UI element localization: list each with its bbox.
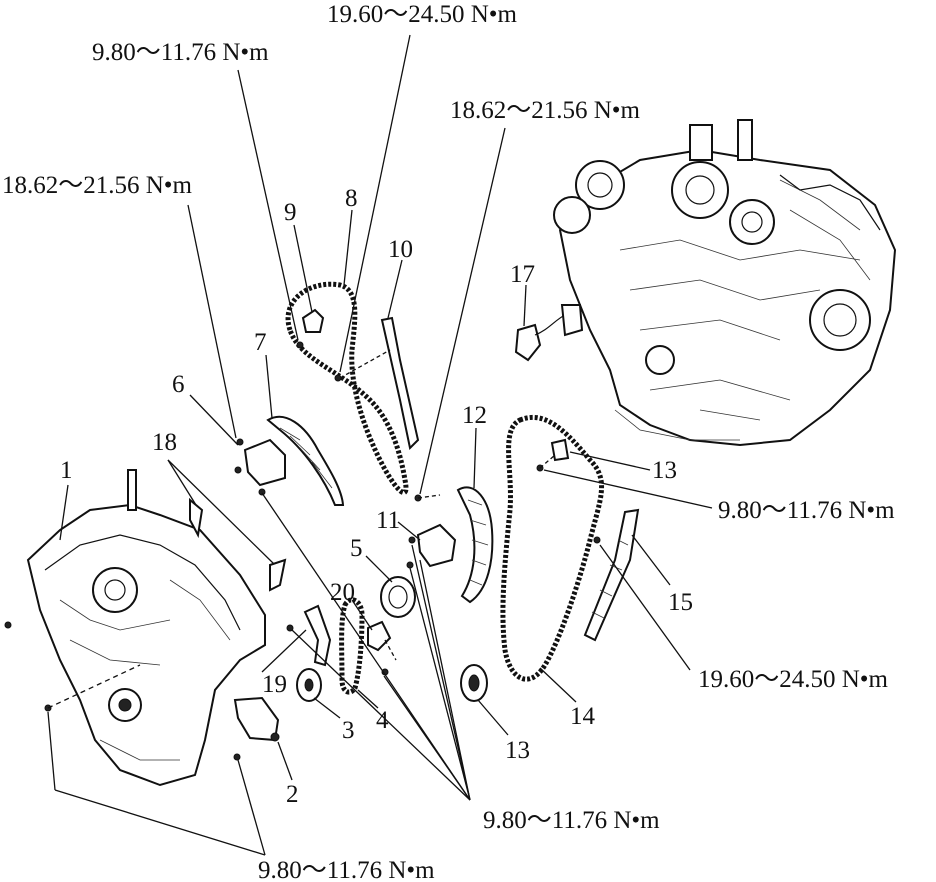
callout-14: 14 [570,703,596,730]
torque-label-left: 18.62～21.56 N•m [2,172,193,199]
callout-3: 3 [342,717,355,744]
front-cover-1 [26,469,266,787]
callout-6: 6 [172,371,185,398]
guide-15 [583,508,640,642]
callout-4: 4 [376,707,389,734]
callout-7: 7 [254,329,267,356]
sensor-17 [514,304,584,362]
callout-13-lower: 13 [505,737,530,764]
dashed-leader [539,454,556,469]
timing-chain-8 [285,281,409,496]
callout-10: 10 [388,236,413,263]
torque-label-bottom-left: 9.80～11.76 N•m [258,857,435,882]
callout-20: 20 [330,579,355,606]
callout-17: 17 [510,261,535,288]
torque-label-9: 9.80～11.76 N•m [92,39,269,66]
torque-label-upper-right: 18.62～21.56 N•m [450,97,641,124]
callout-1: 1 [60,457,73,484]
callout-18: 18 [152,429,177,456]
tensioner-6 [234,438,286,496]
chain-4 [339,597,365,695]
sprocket-3 [296,668,322,702]
guide-18 [189,497,287,592]
bolt [4,621,12,629]
callout-19: 19 [262,671,287,698]
sprocket-13-lower [460,664,488,702]
torque-label-top: 19.60～24.50 N•m [327,1,518,28]
torque-label-13: 9.80～11.76 N•m [718,497,895,524]
sprocket-9 [296,308,325,349]
bracket-2 [233,696,280,761]
timing-chain-14 [500,414,605,682]
tensioner-arm-7 [266,415,345,506]
sprocket-5 [380,576,416,618]
dashed-leader [47,664,141,709]
callout-13-upper: 13 [652,457,677,484]
callout-15: 15 [668,589,693,616]
tensioner-19 [286,604,332,667]
callout-11: 11 [376,507,400,534]
tensioner-20 [367,620,397,676]
engine-block [553,119,897,447]
tensioner-arm-12 [456,486,494,604]
callout-2: 2 [286,781,299,808]
callout-8: 8 [345,185,358,212]
leader-lines [47,34,713,856]
callout-9: 9 [284,199,297,226]
tensioner-11 [406,494,457,569]
dashed-leader [417,494,441,499]
guide-10 [334,316,420,451]
torque-label-15: 19.60～24.50 N•m [698,666,889,693]
torque-label-bottom-center: 9.80～11.76 N•m [483,807,660,834]
callout-12: 12 [462,402,487,429]
callout-5: 5 [350,535,363,562]
